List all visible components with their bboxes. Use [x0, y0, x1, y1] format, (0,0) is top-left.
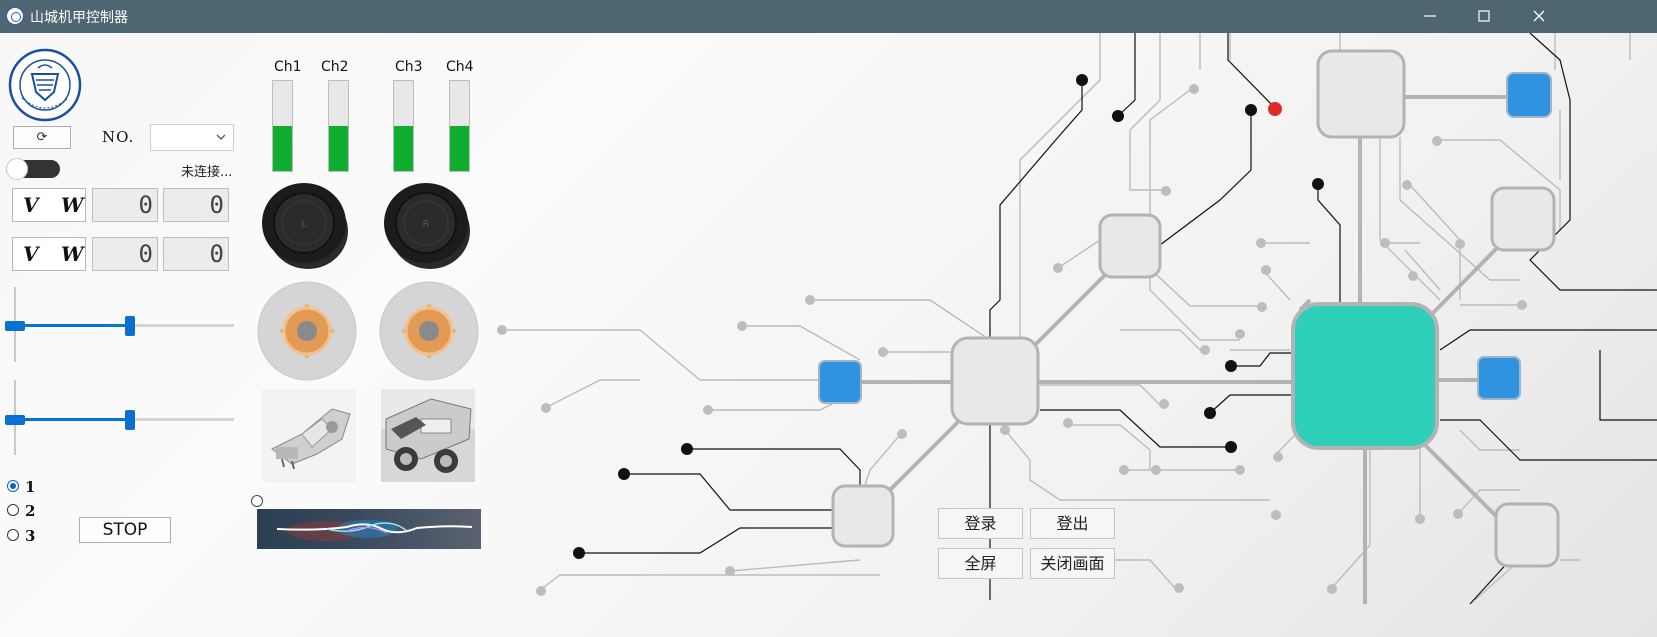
close-icon	[1533, 10, 1545, 22]
v-readout-2: 0	[92, 237, 158, 271]
channel-bar-1	[272, 80, 293, 172]
voice-toggle-radio[interactable]	[251, 495, 263, 507]
mode-label-1: 1	[25, 478, 36, 496]
channel-fill	[450, 126, 469, 171]
chevron-down-icon	[216, 134, 226, 140]
mode-radio-3[interactable]	[7, 529, 19, 541]
horizontal-slider-2-thumb[interactable]	[125, 410, 135, 430]
svg-text:R: R	[423, 219, 430, 230]
minimize-button[interactable]	[1407, 0, 1453, 33]
robot-chassis-image	[381, 389, 475, 482]
channel-label-4: Ch4	[446, 59, 474, 75]
login-button[interactable]: 登录	[938, 508, 1023, 539]
mode-label-2: 2	[25, 502, 36, 520]
channel-fill	[329, 126, 348, 171]
horizontal-slider-2[interactable]	[6, 418, 234, 421]
window-title: 山城机甲控制器	[30, 10, 128, 26]
channel-bar-3	[393, 80, 414, 172]
university-logo	[8, 48, 82, 122]
horizontal-slider-1[interactable]	[6, 324, 234, 327]
mode-label-3: 3	[25, 527, 36, 545]
refresh-button[interactable]: ⟳	[13, 126, 71, 149]
logout-button[interactable]: 登出	[1030, 508, 1115, 539]
robot-arm-image	[262, 389, 356, 482]
v-readout-1: 0	[92, 188, 158, 222]
maximize-button[interactable]	[1461, 0, 1507, 33]
client-area	[0, 33, 1657, 637]
right-virtual-pad[interactable]	[379, 281, 479, 381]
maximize-icon	[1478, 10, 1490, 22]
slider-2-fill	[6, 418, 130, 421]
fullscreen-button[interactable]: 全屏	[938, 548, 1023, 579]
app-logo-icon	[6, 7, 24, 25]
voice-waveform	[257, 509, 481, 549]
channel-label-2: Ch2	[321, 59, 349, 75]
channel-label-3: Ch3	[395, 59, 423, 75]
no-label: NO.	[102, 128, 135, 146]
w-readout-1: 0	[163, 188, 229, 222]
stop-button[interactable]: STOP	[79, 517, 171, 543]
device-number-select[interactable]	[150, 124, 234, 151]
minimize-icon	[1424, 15, 1436, 17]
title-bar: 山城机甲控制器	[0, 0, 1657, 33]
svg-text:L: L	[301, 219, 307, 230]
connection-toggle[interactable]	[6, 158, 60, 180]
channel-bar-4	[449, 80, 470, 172]
left-virtual-pad[interactable]	[257, 281, 357, 381]
horizontal-slider-1-thumb[interactable]	[125, 316, 135, 336]
toggle-knob	[6, 158, 28, 180]
right-joystick[interactable]: R	[382, 179, 474, 271]
channel-fill	[394, 126, 413, 171]
channel-fill	[273, 126, 292, 171]
mode-radio-1[interactable]	[7, 480, 19, 492]
channel-bar-2	[328, 80, 349, 172]
w-readout-2: 0	[163, 237, 229, 271]
connection-status: 未连接...	[181, 165, 233, 180]
mode-radio-2[interactable]	[7, 504, 19, 516]
channel-label-1: Ch1	[274, 59, 302, 75]
slider-1-fill	[6, 324, 130, 327]
close-button[interactable]	[1516, 0, 1562, 33]
left-joystick[interactable]: L	[260, 179, 352, 271]
close-screen-button[interactable]: 关闭画面	[1030, 548, 1115, 579]
